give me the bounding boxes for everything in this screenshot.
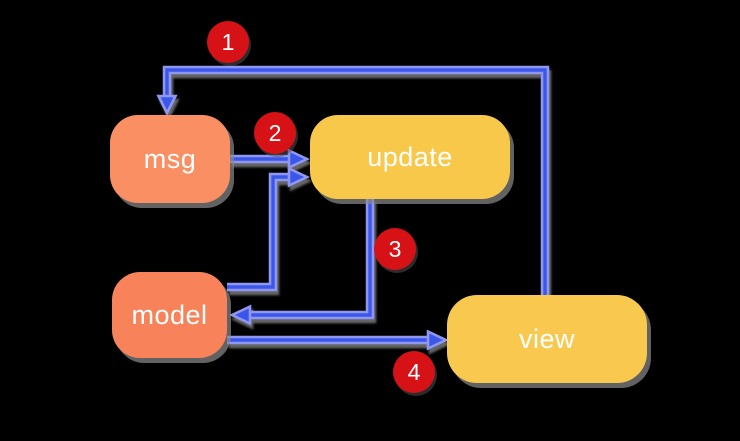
arrowhead-into-msg — [156, 94, 178, 116]
node-model: model — [112, 272, 227, 358]
node-msg-label: msg — [143, 143, 197, 174]
node-update: update — [310, 115, 510, 199]
step-badge-3: 3 — [374, 228, 416, 270]
edge-update-to-model — [228, 199, 375, 326]
node-view-label: view — [518, 323, 575, 354]
arrowhead-into-update-bottom — [287, 166, 311, 188]
arrowhead-into-view — [426, 329, 450, 351]
edge-model-to-view — [227, 329, 450, 351]
step-badge-1-number: 1 — [221, 28, 235, 55]
step-badge-2-number: 2 — [268, 119, 282, 146]
edge-view-to-msg — [156, 65, 550, 295]
node-update-label: update — [367, 141, 453, 172]
edge-msg-to-update — [230, 148, 311, 170]
step-badge-4-number: 4 — [407, 358, 421, 385]
edge-model-to-update — [227, 166, 311, 292]
step-badge-2: 2 — [254, 112, 296, 154]
node-view: view — [447, 295, 647, 383]
arrowhead-into-model — [228, 304, 252, 326]
node-msg: msg — [110, 115, 230, 203]
step-badge-1: 1 — [207, 21, 249, 63]
step-badge-4: 4 — [393, 351, 435, 393]
arrowhead-into-update-top — [287, 148, 311, 170]
node-model-label: model — [131, 299, 208, 330]
step-badge-3-number: 3 — [388, 235, 402, 262]
